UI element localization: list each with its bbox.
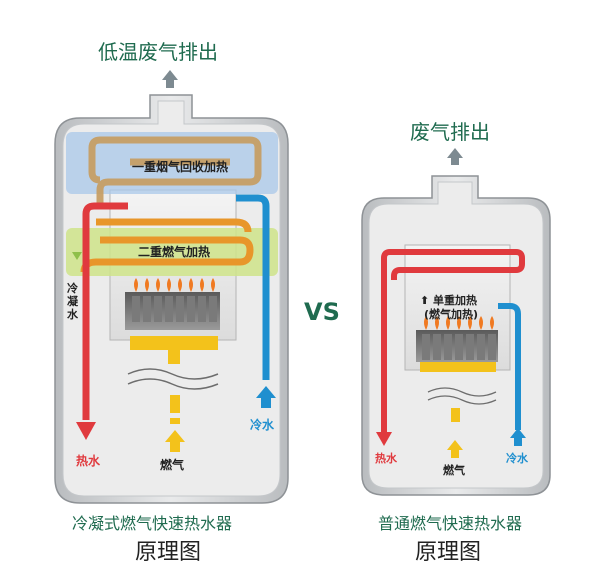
right-burner-nozzle: [433, 334, 441, 360]
left-flame: [156, 278, 160, 292]
left-burner-nozzle: [198, 296, 206, 322]
left-burner-nozzle: [176, 296, 184, 322]
left-burner-nozzle: [165, 296, 173, 322]
right-hot-water-label: 热水: [375, 452, 397, 465]
left-flame: [167, 278, 171, 292]
left-burner-nozzle: [154, 296, 162, 322]
stage1-coil: [88, 136, 262, 208]
right-heat-label-text: 单重加热: [433, 294, 478, 307]
right-flame: [479, 316, 483, 330]
right-caption-line1: 普通燃气快速热水器: [378, 514, 523, 533]
stage2-coil-upper: [96, 218, 252, 233]
gas-inlet-dash2: [170, 418, 180, 424]
left-flame: [145, 278, 149, 292]
right-burner-nozzle: [466, 334, 474, 360]
right-heat-label-line1: ⬆ 单重加热: [420, 294, 478, 307]
condensing-heater: [54, 70, 289, 504]
right-burner-nozzle: [455, 334, 463, 360]
gas-inlet-arrow: [165, 430, 185, 452]
vs-label: VS: [304, 298, 340, 326]
cold-water-in-arrow-right: [510, 428, 526, 446]
left-flame: [178, 278, 182, 292]
hot-coil-right: [381, 249, 525, 440]
right-flame: [424, 316, 428, 330]
left-hot-water-label: 热水: [76, 454, 101, 468]
right-burner-nozzle: [488, 334, 496, 360]
gas-manifold: [130, 336, 218, 350]
airflow-waves: [127, 368, 219, 390]
left-flame: [189, 278, 193, 292]
right-flame: [446, 316, 450, 330]
cold-pipe-right: [498, 303, 521, 430]
right-burner-nozzle: [444, 334, 452, 360]
left-exhaust-label: 低温废气排出: [98, 40, 218, 64]
cold-water-pipe: [236, 194, 270, 380]
right-flame: [468, 316, 472, 330]
left-burner-nozzle: [209, 296, 217, 322]
left-cold-water-label: 冷水: [250, 418, 275, 432]
left-flame: [200, 278, 204, 292]
condensate-arrow: [72, 252, 82, 260]
left-burner-nozzle: [187, 296, 195, 322]
left-flame: [211, 278, 215, 292]
gas-manifold-stem: [168, 350, 180, 364]
gas-manifold-right: [420, 362, 496, 372]
gas-inlet-dash1: [170, 395, 180, 413]
gas-inlet-dash-right: [451, 408, 460, 422]
right-flame: [490, 316, 494, 330]
left-caption-line2: 原理图: [135, 540, 202, 565]
airflow-waves-right: [427, 387, 497, 405]
right-flame: [457, 316, 461, 330]
condensate-label: 冷凝水: [67, 282, 78, 321]
right-flame: [435, 316, 439, 330]
gas-inlet-arrow-right: [447, 440, 463, 458]
right-cold-water-label: 冷水: [506, 452, 528, 465]
stage1-label: 一重烟气回收加热: [132, 160, 229, 174]
left-caption-line1: 冷凝式燃气快速热水器: [72, 514, 233, 533]
right-exhaust-label: 废气排出: [410, 120, 490, 144]
hot-water-pipe: [82, 202, 128, 420]
cold-water-in-arrow: [256, 386, 276, 408]
left-burner-nozzle: [132, 296, 140, 322]
left-burner-nozzle: [143, 296, 151, 322]
left-gas-label: 燃气: [160, 458, 185, 472]
hot-water-out-arrow-right: [376, 432, 392, 446]
right-burner-nozzle: [477, 334, 485, 360]
stage2-label: 二重燃气加热: [138, 245, 211, 259]
right-caption-line2: 原理图: [415, 540, 482, 565]
right-gas-label: 燃气: [443, 464, 465, 477]
exhaust-up-arrow: [162, 70, 178, 88]
right-burner-nozzle: [422, 334, 430, 360]
hot-water-out-arrow: [76, 422, 96, 440]
exhaust-up-arrow-right: [447, 148, 463, 165]
right-heat-label-line2: (燃气加热): [424, 308, 479, 321]
left-flame: [134, 278, 138, 292]
